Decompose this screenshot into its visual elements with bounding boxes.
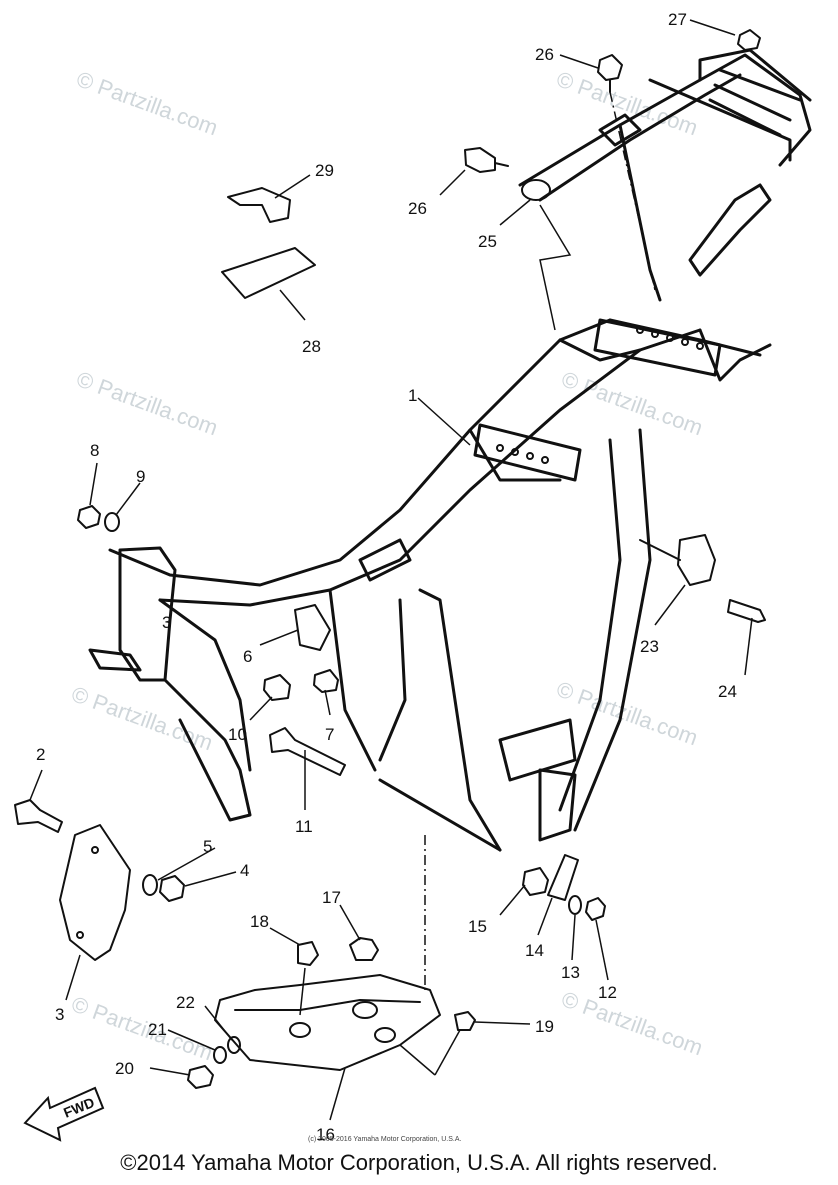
callout-18: 18 xyxy=(250,912,269,931)
callout-9: 9 xyxy=(136,467,145,486)
label-28 xyxy=(221,247,316,299)
washer-9 xyxy=(104,512,120,532)
leader-lines xyxy=(29,19,753,1121)
frame-gussets xyxy=(496,326,704,464)
watermark: © Partzilla.com xyxy=(558,986,706,1060)
callout-6: 6 xyxy=(243,647,252,666)
callout-22: 22 xyxy=(176,993,195,1012)
callout-2: 2 xyxy=(36,745,45,764)
nut-8 xyxy=(77,505,101,529)
callout-16: 16 xyxy=(316,1125,335,1144)
bolt-26-left xyxy=(464,147,509,173)
skid-plate-16 xyxy=(214,974,441,1071)
bolt-24 xyxy=(727,599,766,623)
washer-5 xyxy=(142,874,158,896)
cap-17 xyxy=(349,937,379,961)
shaft-11 xyxy=(269,727,346,776)
bolt-2 xyxy=(14,799,63,833)
callout-29: 29 xyxy=(315,161,334,180)
callout-28: 28 xyxy=(302,337,321,356)
bracket-23 xyxy=(639,534,716,586)
bolt-26-top xyxy=(597,54,623,93)
rear-frame-bracket-25 xyxy=(521,179,551,201)
bolt-20 xyxy=(187,1065,214,1089)
callout-25: 25 xyxy=(478,232,497,251)
bolt-7 xyxy=(313,669,339,693)
bolt-19 xyxy=(454,1011,476,1031)
dash-leaders xyxy=(424,91,656,990)
callout-26: 26 xyxy=(408,199,427,218)
watermark: © Partzilla.com xyxy=(553,66,701,140)
holder-29 xyxy=(227,187,291,223)
washer-13 xyxy=(568,895,582,915)
nut-12 xyxy=(585,897,606,921)
plate-3 xyxy=(59,824,131,961)
callout-13: 13 xyxy=(561,963,580,982)
callout-23: 23 xyxy=(640,637,659,656)
callout-3: 3 xyxy=(162,613,171,632)
bolt-10 xyxy=(263,674,291,701)
callout-12: 12 xyxy=(598,983,617,1002)
callout-20: 20 xyxy=(115,1059,134,1078)
fwd-arrow: FWD xyxy=(23,1086,105,1142)
callout-19: 19 xyxy=(535,1017,554,1036)
nut-4 xyxy=(159,875,185,902)
watermark: © Partzilla.com xyxy=(73,66,221,140)
callout-10: 10 xyxy=(228,725,247,744)
callout-24: 24 xyxy=(718,682,737,701)
callout-8: 8 xyxy=(90,441,99,460)
callout-11: 11 xyxy=(295,817,313,836)
collar-15 xyxy=(522,867,549,896)
bolt-18 xyxy=(297,941,319,966)
callout-1: 1 xyxy=(408,386,417,405)
callout-15: 15 xyxy=(468,917,487,936)
callout-27: 27 xyxy=(668,10,687,29)
washer-21 xyxy=(213,1046,227,1064)
callout-21: 21 xyxy=(148,1020,167,1039)
fwd-label: FWD xyxy=(61,1094,97,1121)
watermark: © Partzilla.com xyxy=(558,366,706,440)
callout-5: 5 xyxy=(203,837,212,856)
callout-26: 26 xyxy=(535,45,554,64)
main-frame xyxy=(88,318,772,852)
watermark: © Partzilla.com xyxy=(73,366,221,440)
small-copyright: (c) 2005-2016 Yamaha Motor Corporation, … xyxy=(308,1136,461,1143)
callout-4: 4 xyxy=(240,861,249,880)
watermark: © Partzilla.com xyxy=(68,681,216,755)
plate-14 xyxy=(547,854,579,901)
callout-17: 17 xyxy=(322,888,341,907)
damper-22 xyxy=(227,1036,241,1054)
callout-7: 7 xyxy=(325,725,334,744)
callout-3: 3 xyxy=(55,1005,64,1024)
callout-numbers: 27 26 29 26 25 28 1 8 9 3 6 10 7 11 2 5 … xyxy=(36,10,737,1144)
collar-27 xyxy=(737,29,761,51)
callout-14: 14 xyxy=(525,941,544,960)
copyright-notice: ©2014 Yamaha Motor Corporation, U.S.A. A… xyxy=(120,1150,718,1175)
bracket-6 xyxy=(294,604,331,651)
